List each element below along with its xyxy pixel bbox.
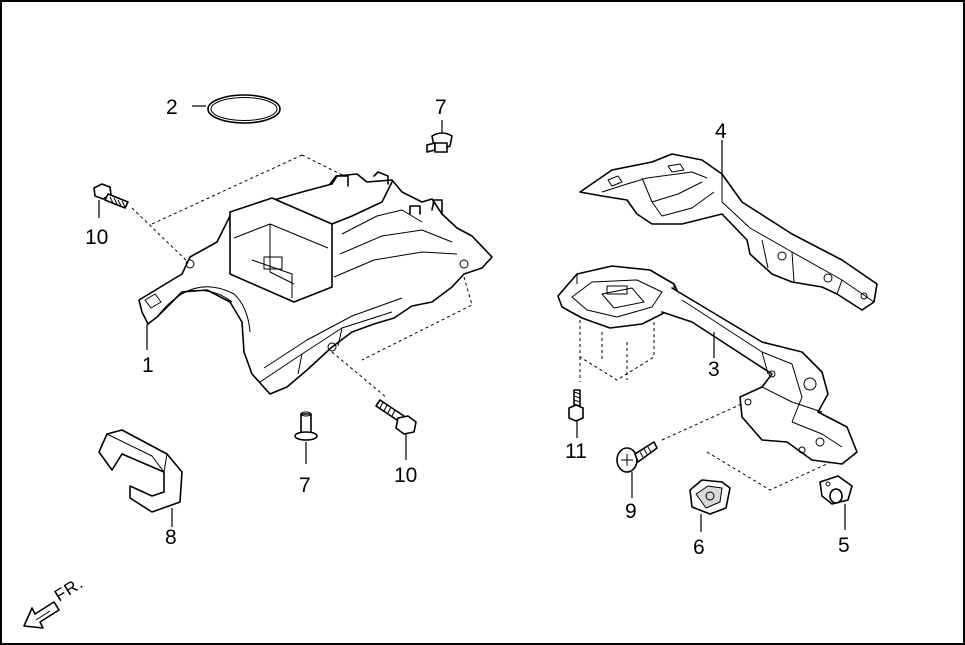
part-5-grommet	[819, 475, 853, 530]
callout-1: 1	[142, 354, 154, 377]
part-3-carrier-bracket	[557, 265, 858, 491]
part-9-screw	[616, 441, 658, 498]
callout-3: 3	[708, 358, 720, 381]
callout-8: 8	[165, 526, 177, 549]
part-8-cover	[98, 429, 183, 527]
callout-10-bottom: 10	[394, 464, 417, 487]
callout-11: 11	[565, 440, 587, 463]
callout-9: 9	[625, 500, 637, 523]
callout-4: 4	[715, 120, 727, 143]
part-7-pin-top	[426, 120, 453, 153]
part-11-bolt	[568, 389, 584, 438]
part-2-o-ring	[192, 94, 281, 124]
callout-5: 5	[838, 534, 850, 557]
callout-2: 2	[166, 96, 178, 119]
front-direction-indicator: FR.	[23, 573, 87, 629]
callout-10-left: 10	[85, 226, 108, 249]
callout-7-bottom: 7	[299, 474, 311, 497]
callout-7-top: 7	[435, 96, 447, 119]
part-1-inner-fender	[131, 154, 493, 399]
callout-6: 6	[693, 536, 705, 559]
part-4-upper-bracket	[579, 140, 878, 311]
part-10-bolt-bottom	[375, 399, 417, 460]
part-6-clip-nut	[689, 479, 731, 532]
front-direction-label: FR.	[51, 573, 87, 605]
part-10-bolt-left	[93, 183, 129, 218]
callout-labels: 1 2 3 4 5 6 7 7 8 9 10 10 11	[85, 96, 850, 559]
front-arrow-icon	[23, 601, 60, 629]
part-7-pin-bottom	[294, 411, 318, 464]
